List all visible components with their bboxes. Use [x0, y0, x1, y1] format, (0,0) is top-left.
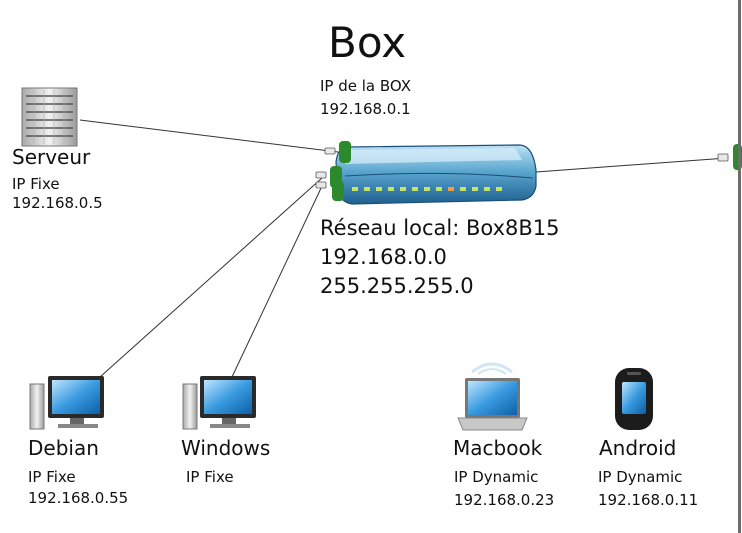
device-name-android: Android [599, 436, 677, 460]
connection-lines [79, 119, 728, 378]
desktop-icon-windows [182, 376, 256, 430]
device-mode-windows: IP Fixe [186, 468, 234, 486]
device-name-macbook: Macbook [453, 436, 543, 460]
laptop-icon [457, 362, 528, 431]
device-mode-serveur: IP Fixe [12, 175, 60, 193]
router-icon [330, 141, 537, 205]
device-mode-android: IP Dynamic [598, 468, 683, 486]
netmask: 255.255.255.0 [320, 274, 474, 298]
cable-connectors [315, 147, 729, 189]
box-title: Box [328, 18, 407, 67]
router-port-green-1 [339, 141, 351, 163]
device-ip-debian: 192.168.0.55 [28, 489, 129, 507]
right-border [738, 0, 741, 533]
phone-icon [615, 368, 653, 430]
device-name-serveur: Serveur [12, 145, 91, 169]
router-port-green-3 [332, 181, 344, 201]
network-address: 192.168.0.0 [320, 245, 447, 269]
device-name-debian: Debian [28, 436, 99, 460]
device-ip-android: 192.168.0.11 [598, 491, 699, 509]
link-debian [99, 177, 323, 378]
device-ip-macbook: 192.168.0.23 [454, 491, 555, 509]
device-ip-serveur: 192.168.0.5 [12, 194, 103, 212]
server-icon [21, 87, 78, 147]
device-name-windows: Windows [181, 436, 271, 460]
link-wan [535, 157, 728, 173]
box-ip: 192.168.0.1 [320, 100, 411, 118]
router-leds [352, 187, 502, 191]
desktop-icon-debian [29, 376, 104, 430]
link-windows [231, 185, 323, 378]
box-ip-label: IP de la BOX [320, 77, 412, 95]
device-mode-macbook: IP Dynamic [454, 468, 539, 486]
network-label: Réseau local: Box8B15 [320, 216, 560, 240]
device-mode-debian: IP Fixe [28, 468, 76, 486]
link-serveur [79, 119, 339, 153]
